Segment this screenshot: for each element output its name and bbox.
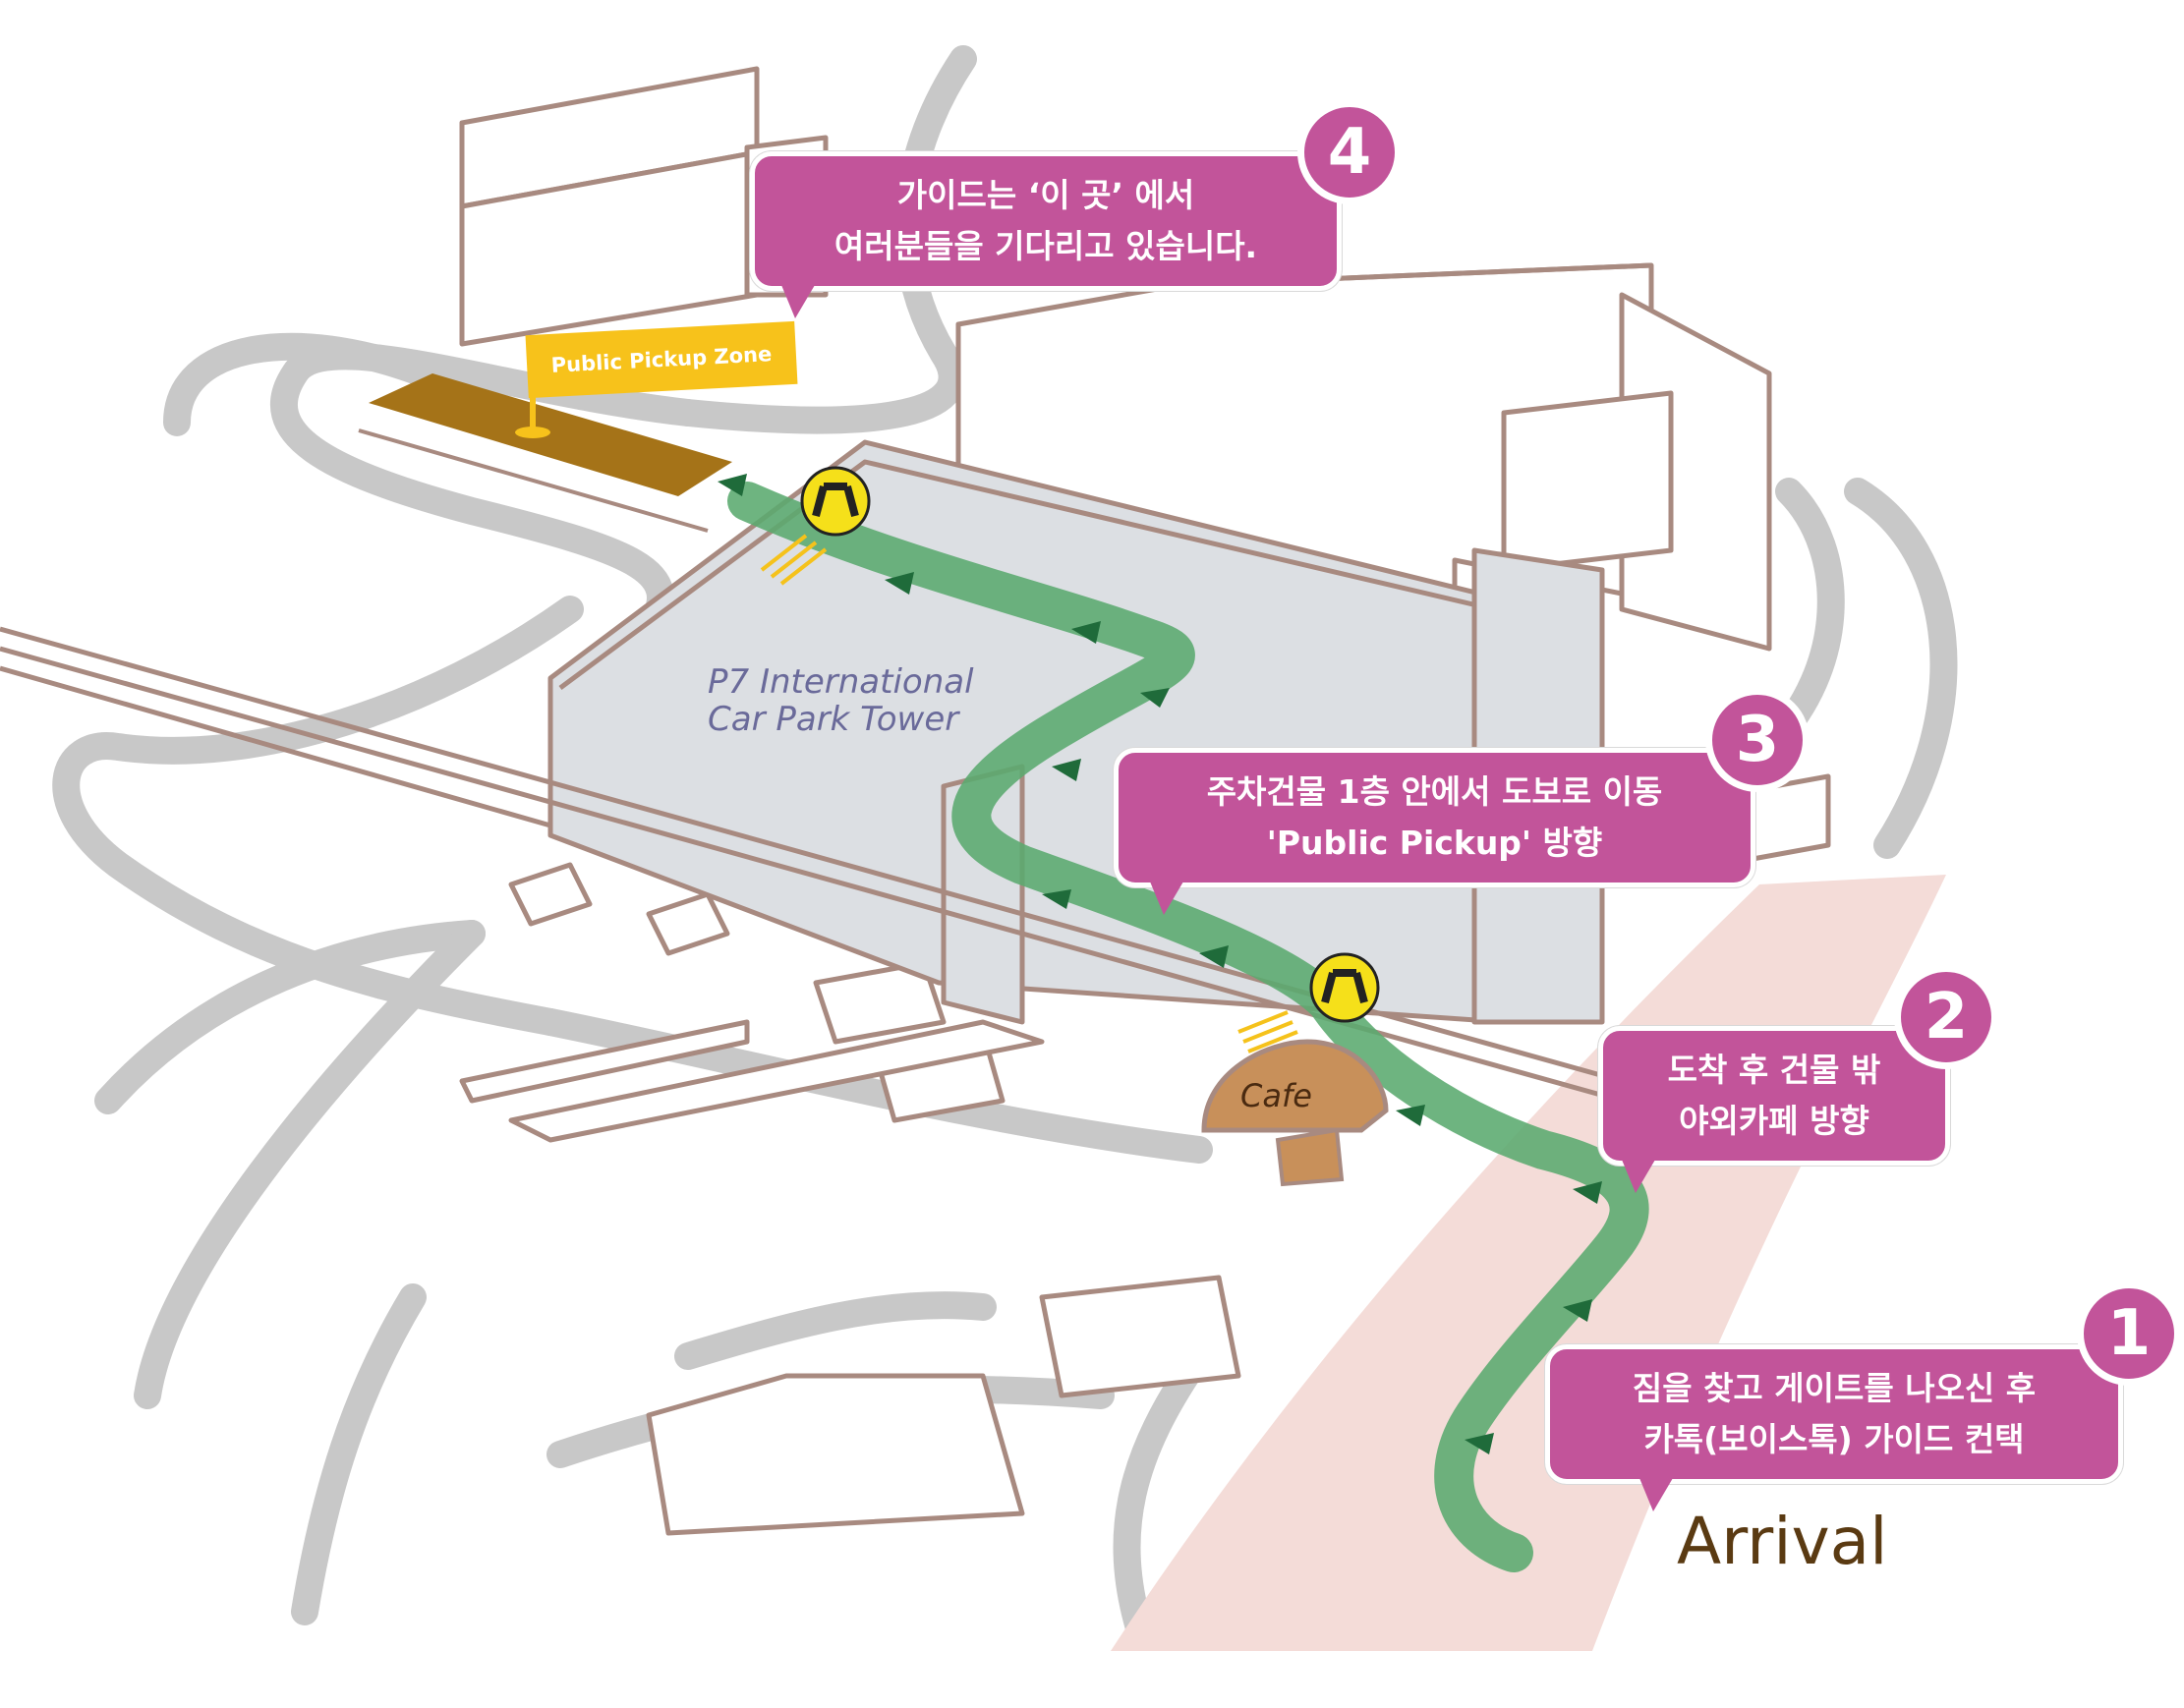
step-4-line2: 여러분들을 기다리고 있습니다. xyxy=(833,227,1258,265)
pickup-rail xyxy=(358,428,709,533)
step-3-line1: 주차건물 1층 안에서 도보로 이동 xyxy=(1206,772,1663,811)
crossing-2 xyxy=(1237,952,1380,1053)
step-4-line1: 가이드는 ‘이 곳’ 에서 xyxy=(896,176,1195,214)
arrival-label: Arrival xyxy=(1677,1504,1888,1579)
step-number-1: 1 xyxy=(2077,1281,2181,1386)
callout-tail xyxy=(1622,1160,1655,1193)
pedestrian-crossing-icon xyxy=(1309,952,1380,1023)
step-number-3: 3 xyxy=(1705,688,1810,792)
route-arrow-icon xyxy=(1396,1105,1425,1126)
route-arrow-icon xyxy=(1042,889,1071,909)
step-1-line2: 카톡(보이스톡) 가이드 컨택 xyxy=(1643,1420,2025,1458)
walking-route xyxy=(727,482,1649,1572)
car-park-label-line1: P7 International xyxy=(708,662,974,702)
callout-step-4: 가이드는 ‘이 곳’ 에서 여러분들을 기다리고 있습니다. xyxy=(750,151,1342,291)
step-1-line1: 짐을 찾고 게이트를 나오신 후 xyxy=(1632,1369,2037,1407)
car-park-label: P7 International Car Park Tower xyxy=(708,663,974,738)
roads xyxy=(52,45,1958,1645)
step-number-4: 4 xyxy=(1297,100,1402,204)
route-arrow-icon xyxy=(1199,945,1229,968)
route-arrow-icon xyxy=(1052,759,1081,781)
callout-tail xyxy=(1639,1478,1673,1511)
route-arrow-icon xyxy=(885,572,914,595)
step-2-line2: 야외카페 방향 xyxy=(1679,1102,1869,1140)
step-2-line1: 도착 후 건물 밖 xyxy=(1667,1051,1881,1089)
route-arrow-icon xyxy=(1465,1433,1494,1454)
crossing-1 xyxy=(760,466,871,586)
callout-step-1: 짐을 찾고 게이트를 나오신 후 카톡(보이스톡) 가이드 컨택 xyxy=(1545,1344,2123,1484)
route-arrow-icon xyxy=(1071,621,1101,644)
callout-tail xyxy=(1150,882,1183,915)
step-3-line2: 'Public Pickup' 방향 xyxy=(1266,824,1603,862)
cafe-label: Cafe xyxy=(1240,1077,1312,1114)
route-arrows xyxy=(718,474,1602,1454)
route-arrow-icon xyxy=(1563,1299,1592,1322)
callout-step-3: 주차건물 1층 안에서 도보로 이동 'Public Pickup' 방향 xyxy=(1114,748,1755,887)
callout-tail xyxy=(781,285,815,318)
buildings xyxy=(459,66,1831,1536)
pickup-zone xyxy=(369,373,732,496)
pedestrian-crossing-icon xyxy=(800,466,871,537)
step-number-2: 2 xyxy=(1894,965,1998,1069)
cafe-building xyxy=(1201,1039,1389,1187)
route-arrow-icon xyxy=(1573,1181,1602,1204)
car-park-label-line2: Car Park Tower xyxy=(708,700,959,739)
callout-step-2: 도착 후 건물 밖 야외카페 방향 xyxy=(1598,1026,1950,1166)
route-arrow-icon xyxy=(718,474,747,496)
route-arrow-icon xyxy=(1140,688,1170,708)
